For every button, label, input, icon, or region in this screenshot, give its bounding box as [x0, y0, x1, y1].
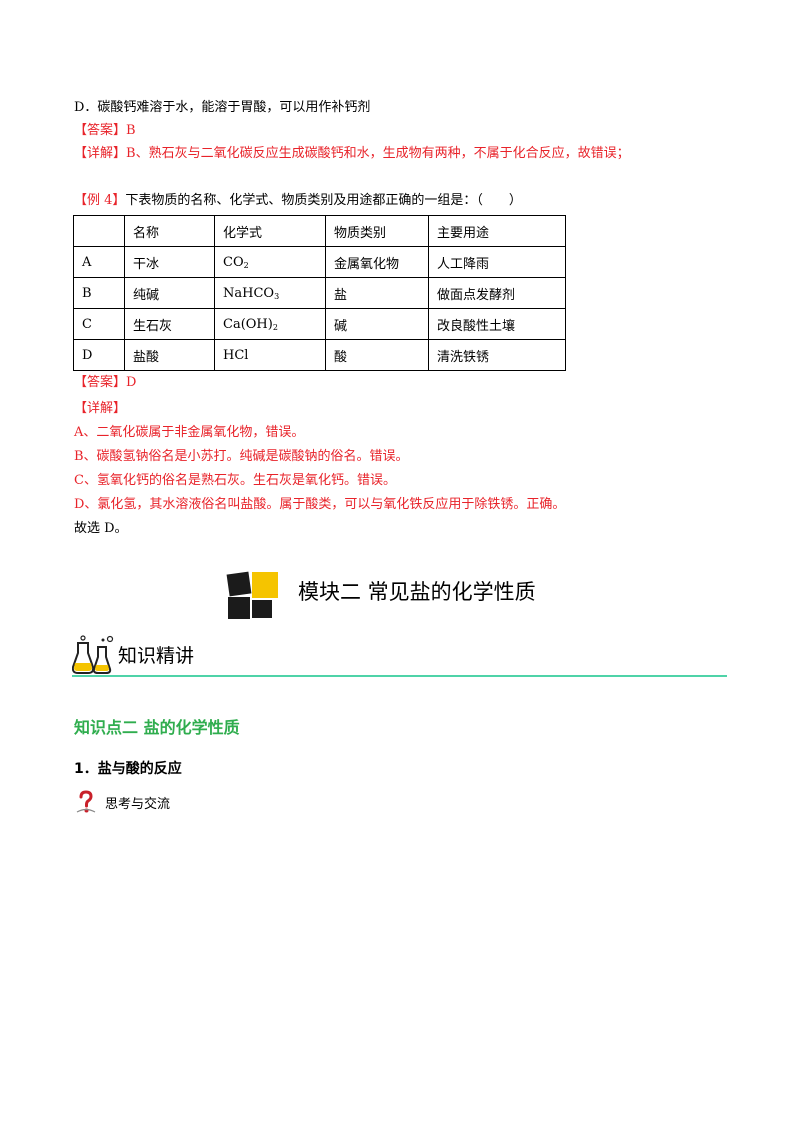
- table-header-row: 名称 化学式 物质类别 主要用途: [73, 215, 566, 247]
- answer-value: D: [126, 375, 137, 390]
- option-d-text: D．碳酸钙难溶于水，能溶于胃酸，可以用作补钙剂: [74, 100, 371, 115]
- formula-main: Ca(OH): [223, 316, 273, 332]
- example-4: 【例 4】下表物质的名称、化学式、物质类别及用途都正确的一组是：（ ）: [74, 192, 522, 210]
- logo-dark-square: [252, 600, 272, 618]
- table-cell-use: 做面点发酵剂: [428, 277, 566, 309]
- table-cell-formula: NaHCO3: [214, 277, 326, 309]
- formula-main: NaHCO: [223, 285, 275, 301]
- answer-label: 【答案】: [74, 375, 127, 390]
- logo-yellow-square: [252, 572, 278, 598]
- table-cell-option: C: [73, 308, 125, 340]
- table-row: A 干冰 CO2 金属氧化物 人工降雨: [73, 246, 566, 278]
- table-row: D 盐酸 HCl 酸 清洗铁锈: [73, 339, 566, 371]
- answer-value: B: [126, 123, 136, 138]
- table-cell-category: 金属氧化物: [325, 246, 429, 278]
- formula-main: CO: [223, 254, 244, 270]
- table-row: C 生石灰 Ca(OH)2 碱 改良酸性土壤: [73, 308, 566, 340]
- table-cell-use: 人工降雨: [428, 246, 566, 278]
- module-title: 模块二 常见盐的化学性质: [298, 580, 536, 604]
- knowledge-point-title: 知识点二 盐的化学性质: [74, 718, 240, 737]
- section-divider: [72, 675, 727, 677]
- substance-table: 名称 化学式 物质类别 主要用途 A 干冰 CO2 金属氧化物 人工降雨 B 纯…: [73, 215, 566, 371]
- answer-label: 【答案】: [74, 123, 127, 138]
- table-header-cell: 名称: [124, 215, 215, 247]
- logo-dark-square: [228, 597, 250, 619]
- section-header-title: 知识精讲: [118, 645, 195, 667]
- table-cell-option: D: [73, 339, 125, 371]
- detail-text: B、熟石灰与二氧化碳反应生成碳酸钙和水，生成物有两种，不属于化合反应，故错误；: [126, 146, 630, 161]
- module-logo-icon: [226, 571, 278, 619]
- table-cell-name: 生石灰: [124, 308, 215, 340]
- table-cell-option: B: [73, 277, 125, 309]
- table-row: B 纯碱 NaHCO3 盐 做面点发酵剂: [73, 277, 566, 309]
- detail-label: 【详解】: [74, 146, 127, 161]
- table-cell-name: 盐酸: [124, 339, 215, 371]
- formula-subscript: 2: [272, 322, 278, 332]
- table-header-cell: 物质类别: [325, 215, 429, 247]
- detail-2-heading: 【详解】: [74, 400, 126, 418]
- detail-1: 【详解】B、熟石灰与二氧化碳反应生成碳酸钙和水，生成物有两种，不属于化合反应，故…: [74, 145, 630, 163]
- answer-1: 【答案】B: [74, 122, 136, 140]
- detail-2-line-b: B、碳酸氢钠俗名是小苏打。纯碱是碳酸钠的俗名。错误。: [74, 449, 409, 464]
- section-header: 知识精讲: [72, 633, 727, 679]
- table-cell-formula: Ca(OH)2: [214, 308, 326, 340]
- detail-label: 【详解】: [74, 401, 127, 416]
- table-cell-use: 改良酸性土壤: [428, 308, 566, 340]
- table-header-cell: 主要用途: [428, 215, 566, 247]
- formula-subscript: 2: [243, 260, 249, 270]
- table-header-cell: 化学式: [214, 215, 326, 247]
- table-cell-name: 纯碱: [124, 277, 215, 309]
- lab-flask-icon: [72, 635, 114, 674]
- table-cell-name: 干冰: [124, 246, 215, 278]
- table-header-cell: [73, 215, 125, 247]
- example-question: 下表物质的名称、化学式、物质类别及用途都正确的一组是：（ ）: [125, 193, 522, 208]
- detail-2-line-d: D、氯化氢，其水溶液俗名叫盐酸。属于酸类，可以与氧化铁反应用于除铁锈。正确。: [74, 497, 566, 512]
- table-cell-formula: CO2: [214, 246, 326, 278]
- table-cell-category: 酸: [325, 339, 429, 371]
- subsection-title: 1．盐与酸的反应: [74, 761, 182, 777]
- table-cell-option: A: [73, 246, 125, 278]
- formula-main: HCl: [223, 347, 249, 363]
- example-label: 【例 4】: [74, 193, 126, 208]
- detail-2-line-c: C、氢氧化钙的俗名是熟石灰。生石灰是氧化钙。错误。: [74, 473, 396, 488]
- detail-2-line-a: A、二氧化碳属于非金属氧化物，错误。: [74, 425, 305, 440]
- think-and-discuss-label: 思考与交流: [105, 797, 171, 812]
- formula-subscript: 3: [274, 291, 280, 301]
- question-mark-icon: [76, 790, 96, 813]
- table-cell-formula: HCl: [214, 339, 326, 371]
- detail-2-conclusion: 故选 D。: [74, 521, 128, 536]
- logo-dark-square: [226, 571, 252, 597]
- table-cell-category: 碱: [325, 308, 429, 340]
- answer-2: 【答案】D: [74, 374, 136, 392]
- table-cell-use: 清洗铁锈: [428, 339, 566, 371]
- table-cell-category: 盐: [325, 277, 429, 309]
